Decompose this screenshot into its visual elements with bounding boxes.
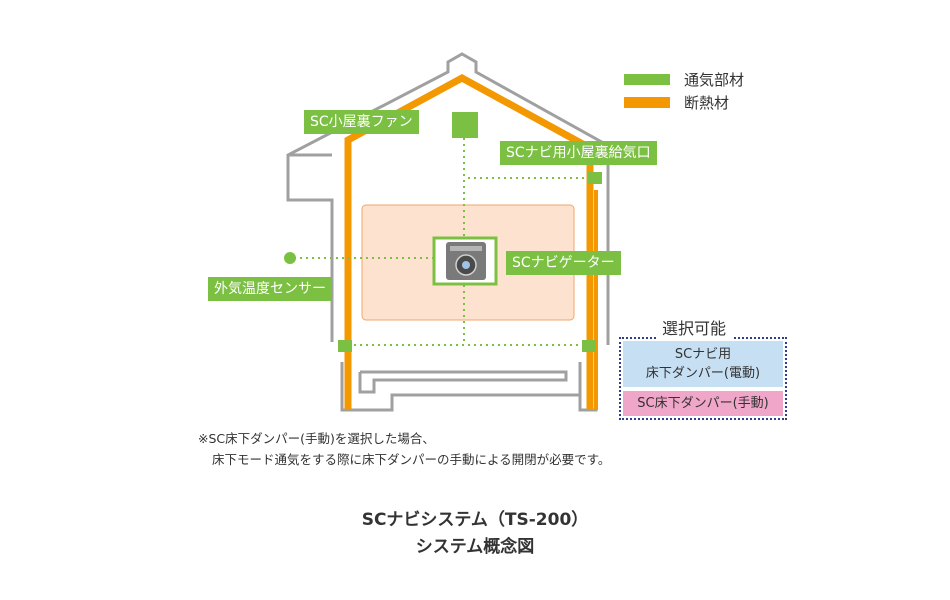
legend-green-swatch bbox=[624, 74, 670, 85]
foundation-outline bbox=[340, 362, 582, 412]
legend-orange-swatch bbox=[624, 97, 670, 108]
attic-fan-label: SC小屋裏ファン bbox=[304, 110, 419, 134]
electric-damper-line1: SCナビ用 bbox=[674, 347, 732, 362]
electric-damper-option: SCナビ用 床下ダンパー(電動) bbox=[623, 341, 783, 387]
selectable-title: 選択可能 bbox=[656, 315, 733, 339]
electric-damper-line2: 床下ダンパー(電動) bbox=[645, 366, 761, 381]
floor-vent-right bbox=[582, 340, 596, 352]
insulation-line bbox=[344, 74, 594, 410]
house-outline bbox=[286, 52, 631, 342]
note-line2: 床下モード通気をする際に床下ダンパーの手動による開閉が必要です。 bbox=[212, 452, 611, 467]
attic-fan-unit bbox=[452, 112, 478, 138]
control-lines bbox=[294, 138, 594, 346]
foundation-inner bbox=[358, 370, 568, 394]
note-line1: ※SC床下ダンパー(手動)を選択した場合、 bbox=[198, 431, 435, 446]
navigator-controller-icon bbox=[432, 236, 498, 286]
legend-ventilation-text: 通気部材 bbox=[684, 71, 745, 89]
caption-line2: システム概念図 bbox=[415, 537, 535, 557]
attic-inlet-label: SCナビ用小屋裏給気口 bbox=[500, 141, 657, 165]
legend-insulation: 断熱材 bbox=[624, 92, 729, 113]
floor-vent-left bbox=[338, 340, 352, 352]
outdoor-sensor-label: 外気温度センサー bbox=[208, 277, 332, 301]
navigator-label: SCナビゲーター bbox=[506, 251, 621, 275]
caption-line1: SCナビシステム（TS-200） bbox=[361, 510, 589, 530]
legend-ventilation: 通気部材 bbox=[624, 69, 744, 90]
manual-damper-option: SC床下ダンパー(手動) bbox=[623, 391, 783, 416]
sensor-dot-icon bbox=[284, 252, 296, 264]
legend-insulation-text: 断熱材 bbox=[684, 94, 730, 112]
attic-inlet-unit bbox=[588, 172, 602, 184]
